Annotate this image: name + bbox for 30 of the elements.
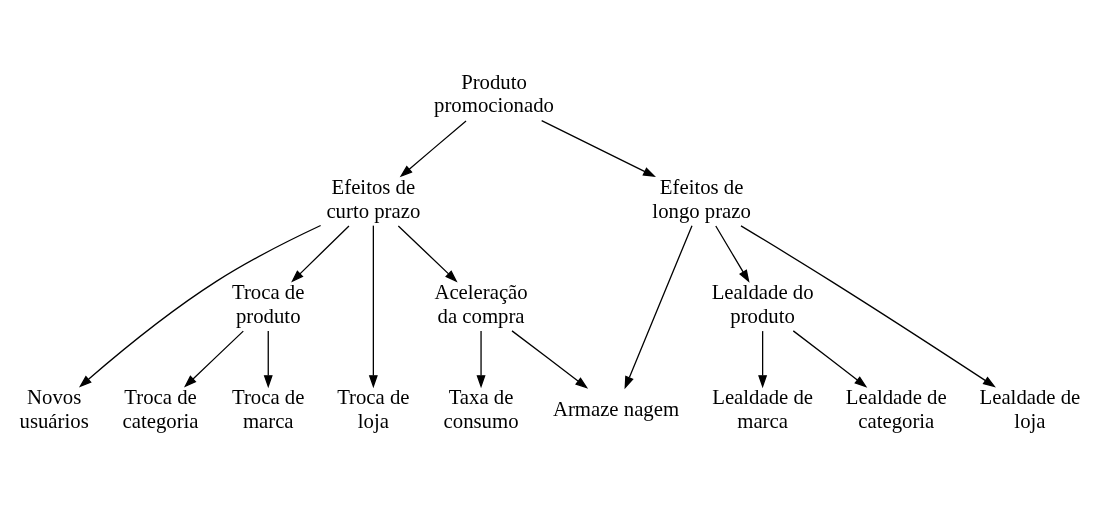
node-text: Efeitos de longo prazo (652, 175, 751, 222)
node-text: Troca de categoria (122, 385, 199, 432)
arrow (476, 329, 486, 388)
arrow (740, 224, 996, 387)
arrow (715, 224, 750, 283)
node-text: Troca de loja (337, 385, 410, 432)
arrow (511, 329, 589, 389)
node-text: Efeitos de curto prazo (326, 175, 421, 222)
arrow (291, 224, 350, 282)
arrow (792, 329, 868, 388)
arrow (399, 119, 467, 177)
node-text: Novos usuários (19, 385, 89, 432)
arrow (368, 224, 378, 388)
node-text: Troca de produto (232, 280, 305, 327)
arrow (263, 329, 273, 388)
node-text: Troca de marca (232, 385, 305, 432)
arrow (78, 224, 322, 388)
node-text: Lealdade do produto (711, 280, 814, 327)
arrow (541, 119, 656, 177)
node-text: Lealdade de loja (979, 385, 1081, 432)
node-text: Lealdade de marca (712, 385, 814, 432)
arrow (397, 224, 458, 282)
arrow (758, 329, 768, 388)
node-text: Lealdade de categoria (845, 385, 947, 432)
arrow (183, 329, 244, 388)
arrow (624, 224, 693, 389)
node-text: Taxa de consumo (443, 385, 519, 432)
node-text: Produto promocionado (434, 70, 554, 116)
node-text: Armaze nagem (552, 397, 680, 420)
node-text: Aceleração da compra (434, 280, 528, 327)
